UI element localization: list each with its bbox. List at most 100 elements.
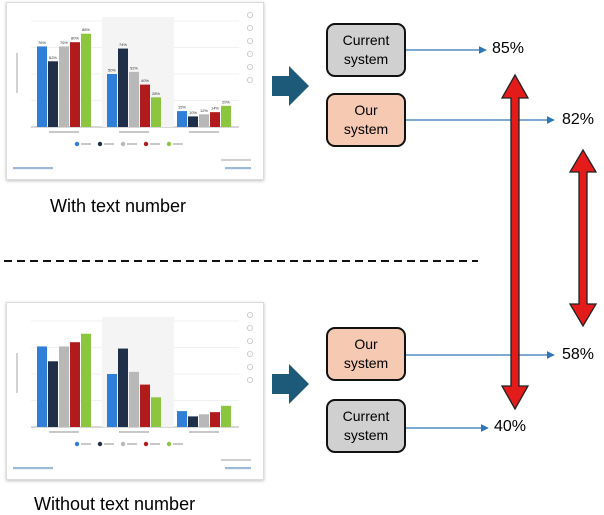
category-tick-label xyxy=(49,431,79,433)
y-axis-label-placeholder xyxy=(16,353,18,393)
bar-data-label: 80% xyxy=(71,36,79,41)
footer-link-placeholder xyxy=(13,167,53,170)
bar xyxy=(59,346,69,427)
bar xyxy=(37,46,47,127)
legend-label-placeholder xyxy=(173,143,183,145)
bar xyxy=(81,33,91,127)
mini-bar-chart: 76%62%76%80%88%50%74%52%40%28%15%10%12%1… xyxy=(13,11,253,170)
footer-link-placeholder xyxy=(225,467,251,470)
bar-data-label: 12% xyxy=(200,108,208,113)
bar xyxy=(129,371,139,427)
bar xyxy=(59,46,69,127)
legend-label-placeholder xyxy=(127,443,137,445)
bar xyxy=(221,105,231,127)
toolbar-dot-icon xyxy=(246,377,253,384)
legend-dot xyxy=(166,141,172,147)
legend-dot xyxy=(74,141,80,147)
legend-label-placeholder xyxy=(81,143,91,145)
pct-top-current: 85% xyxy=(492,40,525,57)
legend-dot xyxy=(74,441,80,447)
bar-data-label: 76% xyxy=(60,40,68,45)
bar xyxy=(48,361,58,427)
bar-data-label: 15% xyxy=(178,105,186,110)
double-arrow-current-vs-current xyxy=(500,73,530,411)
legend-label-placeholder xyxy=(173,443,183,445)
toolbar-dot-icon xyxy=(246,324,253,331)
category-tick-label xyxy=(49,131,79,133)
chart-thumbnail-with-labels: 76%62%76%80%88%50%74%52%40%28%15%10%12%1… xyxy=(6,2,264,180)
bar xyxy=(118,48,128,128)
bar-data-label: 88% xyxy=(82,27,90,32)
bar xyxy=(81,333,91,427)
bar xyxy=(129,71,139,127)
toolbar-dot-icon xyxy=(246,311,253,318)
legend-label-placeholder xyxy=(150,143,160,145)
bar-data-label: 74% xyxy=(119,42,127,47)
caption-without-text-number: Without text number xyxy=(34,494,196,514)
bar xyxy=(107,374,117,427)
toolbar-dot-icon xyxy=(246,351,253,358)
bar xyxy=(199,114,209,127)
legend-dot xyxy=(97,441,103,447)
bar xyxy=(188,116,198,127)
category-tick-label xyxy=(119,131,149,133)
toolbar-dot-icon xyxy=(246,38,253,45)
bar xyxy=(221,405,231,427)
toolbar-dot-icon xyxy=(246,64,253,71)
bar xyxy=(140,384,150,427)
bar-data-label: 28% xyxy=(152,91,160,96)
category-tick-label xyxy=(189,131,219,133)
mini-bar-chart xyxy=(13,311,253,470)
footer-source-placeholder xyxy=(221,459,251,461)
toolbar-dot-icon xyxy=(246,77,253,84)
legend-label-placeholder xyxy=(104,143,114,145)
bar xyxy=(199,414,209,427)
bar-data-label: 62% xyxy=(49,55,57,60)
bar xyxy=(188,416,198,427)
box-our-system-bottom: Our system xyxy=(326,327,406,381)
legend-label-placeholder xyxy=(81,443,91,445)
toolbar-dot-icon xyxy=(246,364,253,371)
legend-dot xyxy=(143,441,149,447)
pct-top-ours: 82% xyxy=(562,111,595,128)
footer-source-placeholder xyxy=(221,159,251,161)
legend-dot xyxy=(120,441,126,447)
bar-data-label: 14% xyxy=(211,106,219,111)
bar xyxy=(151,397,161,427)
bar xyxy=(48,61,58,127)
toolbar-dot-icon xyxy=(246,338,253,345)
double-arrow-ours-vs-ours xyxy=(568,148,598,328)
legend-dot xyxy=(120,141,126,147)
legend-label-placeholder xyxy=(150,443,160,445)
pct-bottom-ours: 58% xyxy=(562,346,595,363)
bar xyxy=(118,348,128,427)
toolbar-dot-icon xyxy=(246,51,253,58)
box-current-system-top: Current system xyxy=(326,23,406,77)
block-arrow-bottom xyxy=(272,364,309,404)
pct-bottom-current: 40% xyxy=(494,418,527,435)
y-axis-label-placeholder xyxy=(16,53,18,93)
bar xyxy=(177,111,187,127)
box-our-system-top: Our system xyxy=(326,93,406,147)
legend-dot xyxy=(143,141,149,147)
legend-dot xyxy=(166,441,172,447)
toolbar-dot-icon xyxy=(246,11,253,18)
bar xyxy=(177,411,187,427)
bar xyxy=(70,42,80,128)
bar-data-label: 40% xyxy=(141,78,149,83)
legend-label-placeholder xyxy=(127,143,137,145)
category-tick-label xyxy=(189,431,219,433)
bar-data-label: 20% xyxy=(222,99,230,104)
bar xyxy=(107,74,117,127)
chart-thumbnail-without-labels xyxy=(6,302,264,480)
bar xyxy=(210,112,220,127)
bar xyxy=(37,346,47,427)
bar xyxy=(70,342,80,427)
bar-data-label: 76% xyxy=(38,40,46,45)
bar-data-label: 50% xyxy=(108,68,116,73)
footer-link-placeholder xyxy=(225,167,251,170)
toolbar-dot-icon xyxy=(246,24,253,31)
bar xyxy=(210,412,220,427)
caption-with-text-number: With text number xyxy=(50,196,187,216)
footer-link-placeholder xyxy=(13,467,53,470)
